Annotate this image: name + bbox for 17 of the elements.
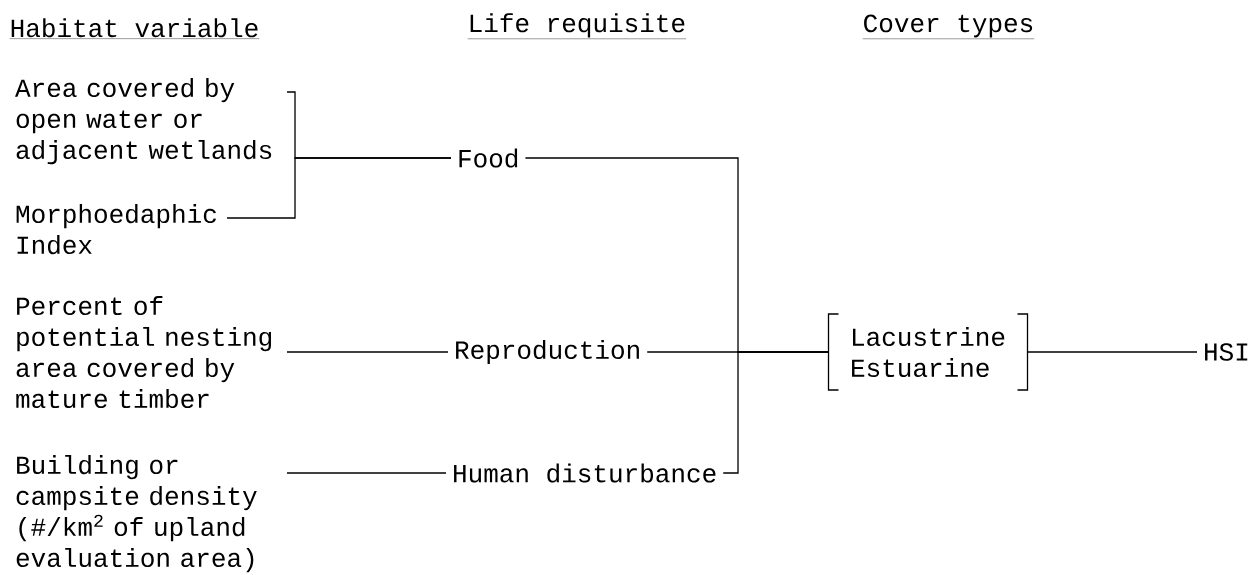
connector-line: [286, 351, 449, 353]
column-heading: Habitat variable: [9, 18, 260, 39]
requisite-text: HSI: [1205, 343, 1248, 361]
connector-line: [226, 157, 452, 219]
variable-text: Building or campsite density (#/km$^{2}$ of upland evaluation area): [16, 455, 257, 573]
connector-line: [722, 351, 830, 474]
variable-text: Percent of potential nesting area covered by mature timber: [16, 296, 272, 409]
column-heading: Life requisite: [467, 13, 687, 39]
column-heading: Cover types: [862, 14, 1035, 39]
connector-line: [1026, 351, 1198, 353]
variable-text: Morphoedaphic Index: [16, 204, 216, 255]
bracketed-list: Lacustrine Estuarine: [827, 313, 1029, 391]
requisite-text: Reproduction: [456, 339, 639, 365]
requisite-text: Food: [459, 148, 518, 168]
connector-line: [286, 472, 447, 474]
requisite-text: Human disturbance: [454, 463, 716, 483]
variable-text: Area covered by open water or adjacent wetlands: [15, 78, 272, 165]
